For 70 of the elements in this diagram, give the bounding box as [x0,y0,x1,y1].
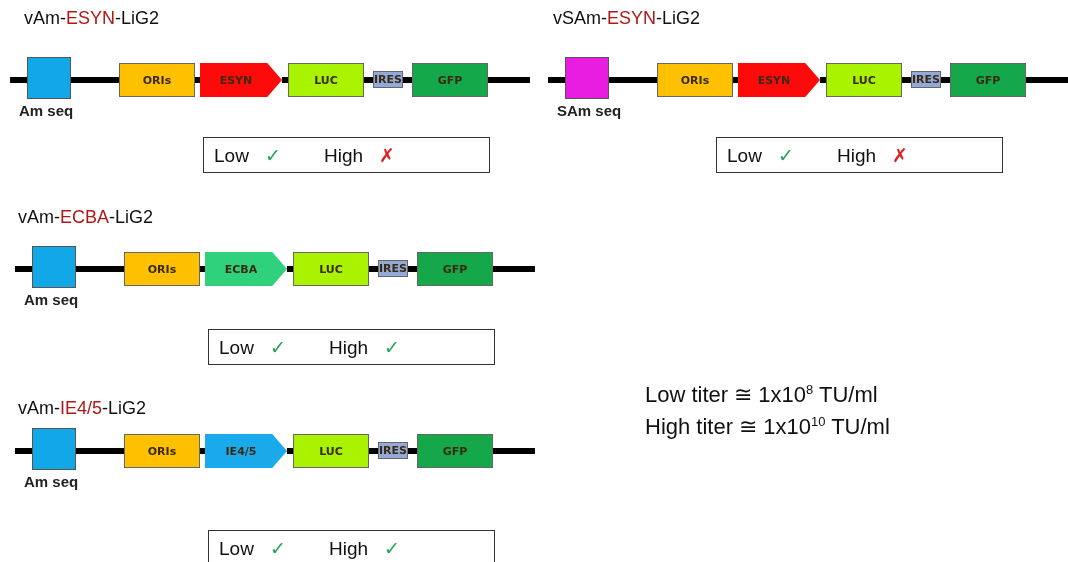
dna-backbone-line [76,266,124,272]
dna-backbone-line [15,448,32,454]
dna-backbone-line [493,448,535,454]
construct-title: vAm-ESYN-LiG2 [24,8,160,29]
result-text: Low ✓ [219,336,286,359]
dna-backbone-line [200,448,205,454]
element-label: Am seq [24,291,79,308]
gene-element: LUC [826,63,902,97]
result-text: High ✓ [329,336,400,359]
dna-backbone-line [733,77,738,83]
promoter-block: IE4/5 [205,434,287,468]
result-box [208,530,495,562]
result-text: Low ✓ [214,144,281,167]
gene-element: LUC [288,63,364,97]
titer-note: High titer ≅ 1x10$^{10}$ TU/ml [645,413,890,442]
dna-backbone-line [195,77,200,83]
gene-element: ORIs [124,252,200,286]
construct-title: vSAm-ESYN-LiG2 [553,8,701,29]
dna-backbone-line [10,77,27,83]
element-label: Am seq [24,473,79,490]
result-text: High ✗ [837,144,908,167]
gene-element: GFP [950,63,1026,97]
dna-backbone-line [1026,77,1068,83]
dna-backbone-line [941,77,950,83]
dna-backbone-line [364,77,373,83]
promoter-block: ESYN [738,63,820,97]
construct-title: vAm-IE4/5-LiG2 [18,398,147,419]
dna-backbone-line [287,448,293,454]
gene-element: ORIs [657,63,733,97]
gene-element: IRES [373,71,403,88]
dna-backbone-line [548,77,565,83]
result-text: High ✓ [329,537,400,560]
result-text: Low ✓ [727,144,794,167]
construct-title: vAm-ECBA-LiG2 [18,207,154,228]
dna-backbone-line [282,77,288,83]
result-box [203,137,490,173]
element-label: SAm seq [557,102,622,119]
gene-element: GFP [417,252,493,286]
dna-backbone-line [609,77,657,83]
dna-backbone-line [76,448,124,454]
dna-backbone-line [902,77,911,83]
dna-backbone-line [820,77,826,83]
dna-backbone-line [403,77,412,83]
gene-element: GFP [417,434,493,468]
dna-backbone-line [408,266,417,272]
promoter-block: ECBA [205,252,287,286]
dna-backbone-line [408,448,417,454]
dna-backbone-line [369,448,378,454]
dna-backbone-line [200,266,205,272]
gene-element: ORIs [124,434,200,468]
gene-element: IRES [911,71,941,88]
gene-element: GFP [412,63,488,97]
dna-backbone-line [493,266,535,272]
promoter-block: ESYN [200,63,282,97]
result-text: Low ✓ [219,537,286,560]
dna-backbone-line [287,266,293,272]
gene-element: LUC [293,252,369,286]
gene-element: LUC [293,434,369,468]
dna-backbone-line [369,266,378,272]
gene-element: IRES [378,442,408,459]
gene-element: IRES [378,260,408,277]
result-box [716,137,1003,173]
dna-backbone-line [15,266,32,272]
element-label: Am seq [19,102,74,119]
result-text: High ✗ [324,144,395,167]
dna-backbone-line [488,77,530,83]
result-box [208,329,495,365]
titer-note: Low titer ≅ 1x10$^{8}$ TU/ml [645,381,878,410]
dna-backbone-line [71,77,119,83]
gene-element: ORIs [119,63,195,97]
